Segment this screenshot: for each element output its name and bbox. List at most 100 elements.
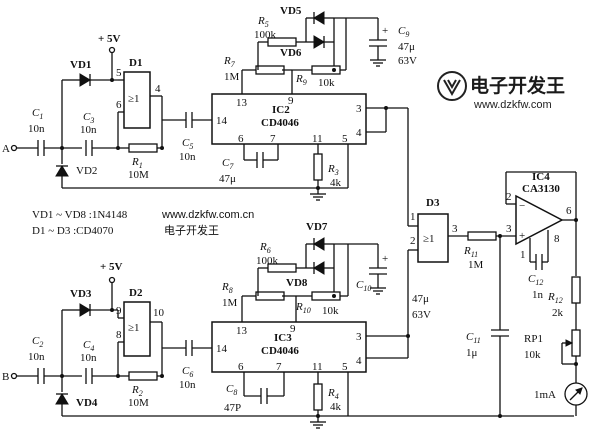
r8-resistor <box>255 291 285 301</box>
r2-label: R2 <box>131 384 143 398</box>
ic2-pin11: 11 <box>312 133 323 145</box>
d2-gate-symbol: ≥1 <box>128 322 140 334</box>
ic3-pin7: 7 <box>276 361 282 373</box>
ic2-cd4046 <box>211 93 367 145</box>
ic4-ca3130-opamp <box>515 194 564 246</box>
c8-capacitor <box>260 387 268 405</box>
vd8-label: VD8 <box>286 277 308 289</box>
supply-bottom-label: + 5V <box>100 261 123 273</box>
r2-value: 10M <box>128 397 149 409</box>
rp1-potentiometer[interactable] <box>571 329 581 357</box>
ic3-pin11: 11 <box>312 361 323 373</box>
ic3-pin4: 4 <box>356 355 362 367</box>
d2-pin10: 10 <box>153 307 165 319</box>
ic3-pin3: 3 <box>356 331 362 343</box>
r12-label: R12 <box>547 291 563 305</box>
supply-bottom-terminal <box>108 276 116 284</box>
ic4-pin2: 2 <box>506 191 512 203</box>
c11-capacitor <box>490 329 510 337</box>
vd2-label: VD2 <box>76 165 97 177</box>
c10-capacitor <box>368 267 388 275</box>
d3-pin1: 1 <box>410 211 416 223</box>
c4-value: 10n <box>80 352 97 364</box>
vd1-diode <box>77 73 93 87</box>
c9-value: 47μ <box>398 41 415 53</box>
vd3-diode <box>77 303 93 317</box>
r4-value: 4k <box>330 401 342 413</box>
ic4-plus: + <box>519 230 525 242</box>
ground-symbol-top <box>309 193 327 201</box>
c7-value: 47μ <box>219 173 236 185</box>
d1-pin4: 4 <box>155 83 161 95</box>
c1-label: C1 <box>32 107 43 121</box>
watermark-site-name: 电子开发王 <box>164 223 219 237</box>
input-a-terminal[interactable] <box>10 144 18 152</box>
logo-url: www.dzkfw.com <box>473 99 552 111</box>
vd5-diode <box>311 11 327 25</box>
d1-pin6: 6 <box>116 99 122 111</box>
c9-label: C9 <box>398 25 409 39</box>
c7-label: C7 <box>222 157 234 171</box>
c2-label: C2 <box>32 335 43 349</box>
c4-capacitor <box>85 367 93 385</box>
r10-value: 10k <box>322 305 339 317</box>
c2-capacitor <box>37 367 45 385</box>
ic4-pin8: 8 <box>554 233 560 245</box>
ic4-minus: − <box>519 200 525 212</box>
d2-label: D2 <box>129 287 143 299</box>
supply-top-terminal <box>108 46 116 54</box>
ic4-pin1: 1 <box>520 249 526 261</box>
vd7-diode <box>311 237 327 251</box>
c9-plus: + <box>382 25 388 37</box>
c5-capacitor <box>185 111 193 129</box>
rp1-label: RP1 <box>524 333 543 345</box>
vd6-diode <box>311 35 327 49</box>
ic3-pin6: 6 <box>238 361 244 373</box>
top-channel: A C1 10n VD2 VD1 + 5V C3 10n D1 ≥1 5 <box>2 5 417 226</box>
d2-pin8: 8 <box>116 329 122 341</box>
d2-gate <box>123 301 151 357</box>
r7-label: R7 <box>223 55 236 69</box>
ic3-pin13: 13 <box>236 325 248 337</box>
ground-symbol-c9 <box>369 59 387 67</box>
r3-resistor <box>313 153 323 181</box>
r2-resistor <box>128 371 158 381</box>
c10-value: 47μ <box>412 293 429 305</box>
c5-value: 10n <box>179 151 196 163</box>
ic2-pin13: 13 <box>236 97 248 109</box>
vd1-label: VD1 <box>70 59 91 71</box>
vd6-label: VD6 <box>280 47 302 59</box>
ic3-cd4046 <box>211 321 367 373</box>
c2-value: 10n <box>28 351 45 363</box>
r4-label: R4 <box>327 387 339 401</box>
c9-voltage: 63V <box>398 55 417 67</box>
ic4-pin3: 3 <box>506 223 512 235</box>
d1-label: D1 <box>129 57 142 69</box>
r11-label: R11 <box>463 245 478 259</box>
ground-symbol-bottom <box>309 421 327 429</box>
rp1-value: 10k <box>524 349 541 361</box>
vd5-label: VD5 <box>280 5 302 17</box>
ic4-label: IC4 <box>532 171 550 183</box>
r7-value: 1M <box>224 71 240 83</box>
r9-value: 10k <box>318 77 335 89</box>
c3-label: C3 <box>83 111 94 125</box>
c10-voltage: 63V <box>412 309 431 321</box>
ic2-pin4: 4 <box>356 127 362 139</box>
c9-capacitor <box>368 39 388 47</box>
vd3-label: VD3 <box>70 288 92 300</box>
c3-capacitor <box>85 139 93 157</box>
logo-name: 电子开发王 <box>470 74 565 97</box>
watermark-url: www.dzkfw.com.cn <box>161 209 254 221</box>
ic3-part: CD4046 <box>261 345 299 357</box>
c11-value: 1μ <box>466 347 478 359</box>
ic2-pin3: 3 <box>356 103 362 115</box>
d3-pin2: 2 <box>410 235 416 247</box>
ic2-label: IC2 <box>272 104 290 116</box>
r6-value: 100k <box>256 255 279 267</box>
c7-capacitor <box>256 151 264 169</box>
ic3-pin14: 14 <box>216 343 228 355</box>
ic3-label: IC3 <box>274 332 292 344</box>
input-b-terminal[interactable] <box>10 372 18 380</box>
